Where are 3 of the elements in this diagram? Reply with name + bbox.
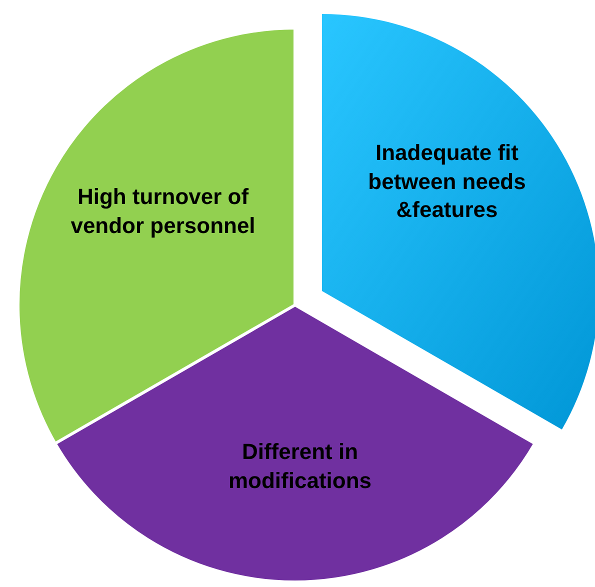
- slice-label: Inadequate fit between needs &features: [367, 139, 527, 224]
- slice-label: High turnover of vendor personnel: [70, 183, 256, 240]
- slice-label: Different in modifications: [227, 438, 372, 495]
